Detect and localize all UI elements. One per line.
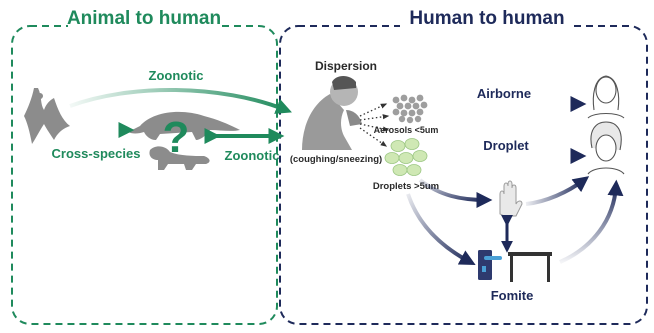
dispersion-dotted-lines xyxy=(359,103,390,147)
zoonotic-top-label: Zoonotic xyxy=(149,68,204,83)
droplets-to-fomite-arrow xyxy=(406,193,476,266)
droplet-label: Droplet xyxy=(483,138,529,153)
hand-to-person-arrow xyxy=(525,176,590,206)
coughing-label: (coughing/sneezing) xyxy=(290,154,382,165)
bat-icon xyxy=(24,88,70,144)
aerosols-label: Aerosols <5um xyxy=(374,125,439,135)
ferret-icon xyxy=(149,146,210,170)
droplets-size-label: Droplets >5um xyxy=(373,181,439,192)
coughing-person-icon xyxy=(302,76,362,150)
fomite-to-person-arrow xyxy=(559,179,624,264)
question-mark: ? xyxy=(163,113,190,162)
dispersion-label: Dispersion xyxy=(315,59,377,73)
aerosol-particles-icon xyxy=(392,94,428,124)
droplets-icon xyxy=(384,138,428,176)
zoonotic-top-arrow xyxy=(69,87,292,114)
right-panel-title: Human to human xyxy=(409,8,564,29)
airborne-label: Airborne xyxy=(477,86,531,101)
left-panel-title: Animal to human xyxy=(67,8,221,29)
fomite-label: Fomite xyxy=(491,288,534,303)
person-head-icon xyxy=(587,75,625,119)
person-head-icon xyxy=(587,121,625,175)
door-handle-icon xyxy=(478,250,502,280)
hand-icon xyxy=(499,180,523,217)
cross-species-label: Cross-species xyxy=(52,146,141,161)
droplets-to-hand-arrow xyxy=(418,178,493,208)
table-icon xyxy=(508,252,552,282)
zoonotic-bottom-label: Zoonotic xyxy=(225,148,280,163)
animal-panel-border xyxy=(11,25,278,325)
pangolin-icon xyxy=(128,111,240,140)
